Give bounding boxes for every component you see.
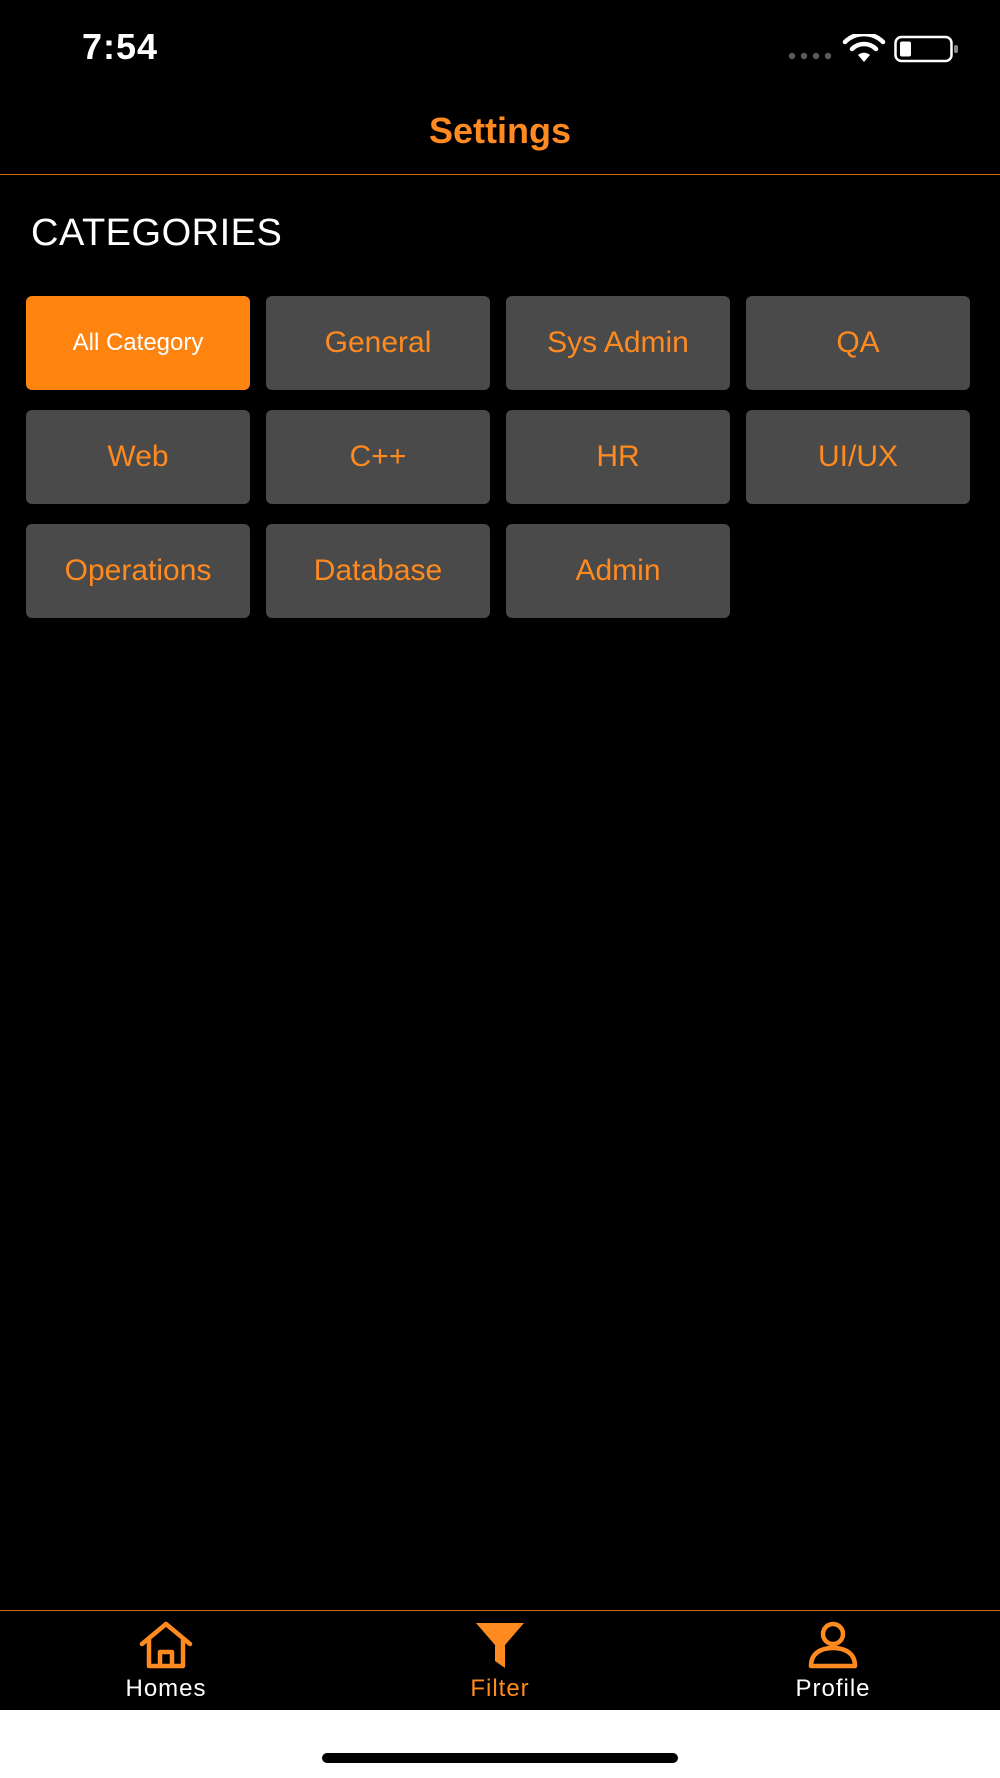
categories-heading: CATEGORIES bbox=[31, 212, 283, 254]
tab-profile[interactable]: Profile bbox=[733, 1611, 933, 1711]
category-chip-label: All Category bbox=[72, 329, 204, 356]
category-chip-label: QA bbox=[836, 326, 880, 359]
category-chip-cpp[interactable]: C++ bbox=[266, 410, 490, 504]
home-indicator[interactable] bbox=[322, 1753, 678, 1763]
category-chip-operations[interactable]: Operations bbox=[26, 524, 250, 618]
category-chip-label: Database bbox=[313, 554, 443, 587]
category-chip-label: Operations bbox=[64, 554, 212, 587]
tab-label: Profile bbox=[795, 1675, 871, 1702]
category-grid: All Category General Sys Admin QA Web C+… bbox=[26, 296, 972, 618]
category-chip-admin[interactable]: Admin bbox=[506, 524, 730, 618]
category-chip-general[interactable]: General bbox=[266, 296, 490, 390]
tab-label: Filter bbox=[470, 1675, 530, 1702]
tab-bar: Homes Filter Profile bbox=[0, 1610, 1000, 1711]
home-indicator-area bbox=[0, 1710, 1000, 1778]
category-chip-label: General bbox=[324, 326, 432, 359]
status-bar: 7:54 bbox=[0, 0, 1000, 100]
filter-icon bbox=[476, 1623, 524, 1668]
category-chip-hr[interactable]: HR bbox=[506, 410, 730, 504]
category-chip-database[interactable]: Database bbox=[266, 524, 490, 618]
cellular-signal-icon bbox=[788, 52, 832, 60]
navigation-bar: Settings bbox=[0, 100, 1000, 175]
tab-homes[interactable]: Homes bbox=[66, 1611, 266, 1711]
profile-icon bbox=[808, 1621, 858, 1669]
category-chip-ui-ux[interactable]: UI/UX bbox=[746, 410, 970, 504]
page-title: Settings bbox=[428, 110, 571, 151]
category-chip-label: Web bbox=[107, 440, 169, 473]
category-chip-label: C++ bbox=[349, 440, 407, 473]
tab-filter[interactable]: Filter bbox=[400, 1611, 600, 1711]
category-chip-label: UI/UX bbox=[817, 440, 898, 473]
category-chip-label: Sys Admin bbox=[547, 326, 689, 359]
category-chip-web[interactable]: Web bbox=[26, 410, 250, 504]
category-chip-all-category[interactable]: All Category bbox=[26, 296, 250, 390]
battery-icon bbox=[894, 35, 958, 63]
home-icon bbox=[139, 1621, 193, 1669]
wifi-icon bbox=[842, 34, 886, 62]
category-chip-sys-admin[interactable]: Sys Admin bbox=[506, 296, 730, 390]
tab-label: Homes bbox=[125, 1675, 207, 1702]
category-chip-qa[interactable]: QA bbox=[746, 296, 970, 390]
category-chip-label: Admin bbox=[575, 554, 661, 587]
category-chip-label: HR bbox=[596, 440, 640, 473]
status-time: 7:54 bbox=[82, 26, 159, 67]
